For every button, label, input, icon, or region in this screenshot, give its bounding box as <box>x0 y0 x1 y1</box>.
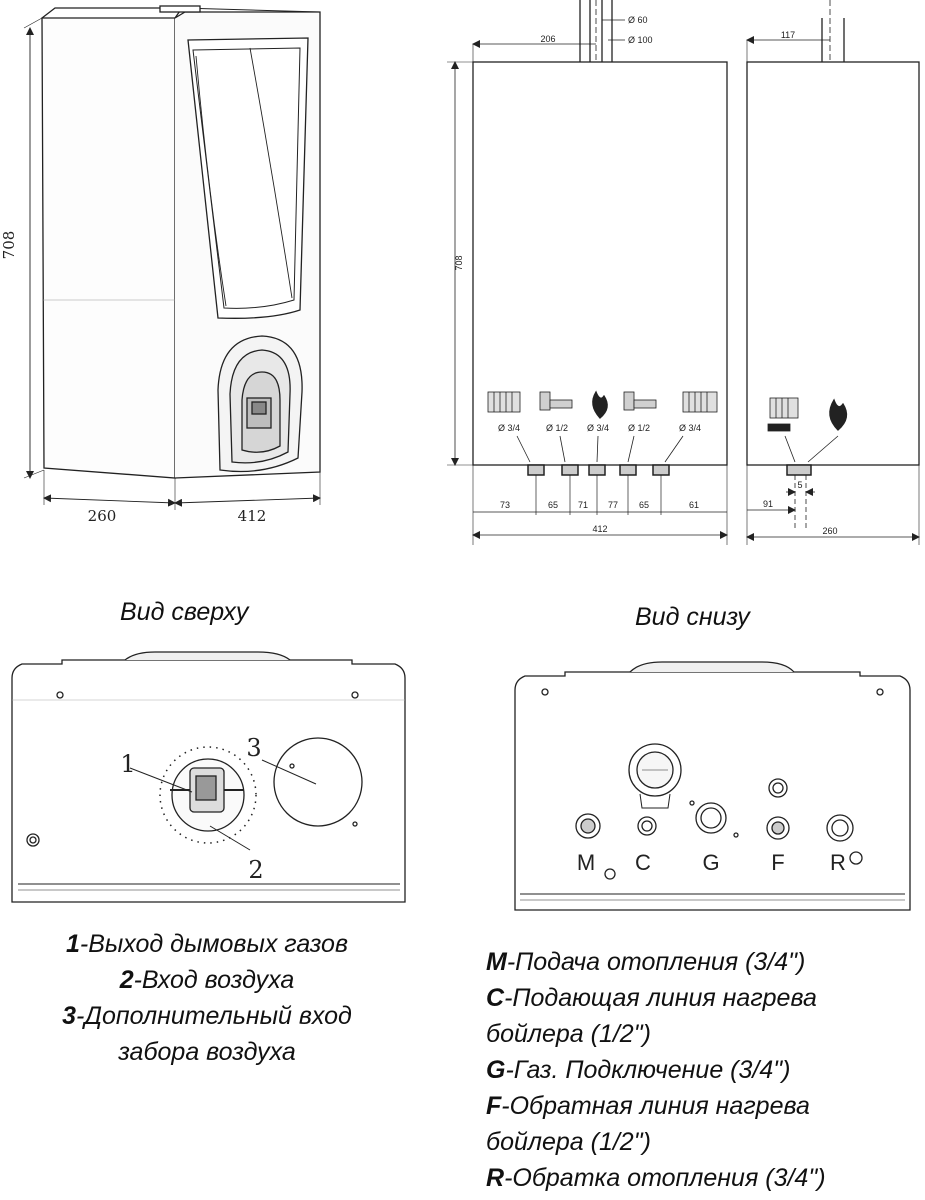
dim-front-width: 412 <box>592 524 607 534</box>
boiler-3d-view <box>23 5 321 510</box>
dim-spacing: 77 <box>608 500 618 510</box>
pipe-label: Ø 3/4 <box>498 423 520 433</box>
legend-item-3: 3-Дополнительный вход <box>62 1002 352 1030</box>
pipe-label: Ø 3/4 <box>679 423 701 433</box>
bottom-view-drawing <box>514 661 911 911</box>
legend-item-3-cont: забора воздуха <box>118 1038 296 1066</box>
marker-1: 1 <box>120 750 135 778</box>
legend-item-G: G-Газ. Подключение (3/4") <box>486 1056 791 1084</box>
gas-flame-icon <box>592 390 608 419</box>
legend-item-C: C-Подающая линия нагрева <box>486 984 817 1012</box>
connector-G: G <box>702 850 719 875</box>
marker-2: 2 <box>248 856 263 884</box>
bottom-view-legend: M-Подача отопления (3/4") C-Подающая лин… <box>486 944 826 1196</box>
top-view-drawing <box>11 651 406 903</box>
legend-item-2: 2-Вход воздуха <box>119 966 295 994</box>
boiler-tap-icon <box>623 391 657 411</box>
legend-item-C-cont: бойлера (1/2") <box>486 1020 651 1048</box>
dim-side-offset: 117 <box>781 30 795 40</box>
dim-side-left: 91 <box>763 499 773 509</box>
pipe-label: Ø 1/2 <box>546 423 568 433</box>
top-view-legend: 1-Выход дымовых газов 2-Вход воздуха 3-Д… <box>22 926 392 1070</box>
dim-front-height: 708 <box>454 255 464 270</box>
dim-spacing: 73 <box>500 500 510 510</box>
connector-M: M <box>577 850 595 875</box>
dim-3d-height: 708 <box>0 231 18 260</box>
dim-offset-206: 206 <box>540 34 555 44</box>
dim-side-gap: 5 <box>797 480 802 490</box>
dim-side-depth: 260 <box>822 526 837 536</box>
legend-item-M: M-Подача отопления (3/4") <box>486 948 806 976</box>
dim-3d-depth: 260 <box>88 507 117 525</box>
gas-flame-icon <box>829 398 848 431</box>
bottom-view-title: Вид снизу <box>635 603 750 631</box>
boiler-side-view <box>746 0 920 545</box>
radiator-icon <box>682 391 718 413</box>
radiator-icon <box>487 391 521 413</box>
legend-item-F: F-Обратная линия нагрева <box>486 1092 810 1120</box>
connector-R: R <box>830 850 846 875</box>
radiator-icon <box>767 397 799 432</box>
pipe-label: Ø 1/2 <box>628 423 650 433</box>
dim-spacing: 65 <box>639 500 649 510</box>
legend-item-1: 1-Выход дымовых газов <box>65 930 349 958</box>
boiler-tap-icon <box>539 391 573 411</box>
top-view-title: Вид сверху <box>120 598 249 626</box>
connector-C: C <box>635 850 651 875</box>
dim-3d-width: 412 <box>238 507 267 525</box>
pipe-label: Ø 3/4 <box>587 423 609 433</box>
legend-item-R: R-Обратка отопления (3/4") <box>486 1164 826 1192</box>
dim-flue-60: Ø 60 <box>628 15 648 25</box>
dim-spacing: 71 <box>578 500 588 510</box>
dim-spacing: 65 <box>548 500 558 510</box>
marker-3: 3 <box>246 734 261 762</box>
connector-F: F <box>771 850 784 875</box>
boiler-front-view <box>447 0 728 545</box>
dim-spacing: 61 <box>689 500 699 510</box>
legend-item-F-cont: бойлера (1/2") <box>486 1128 651 1156</box>
dim-flue-100: Ø 100 <box>628 35 653 45</box>
